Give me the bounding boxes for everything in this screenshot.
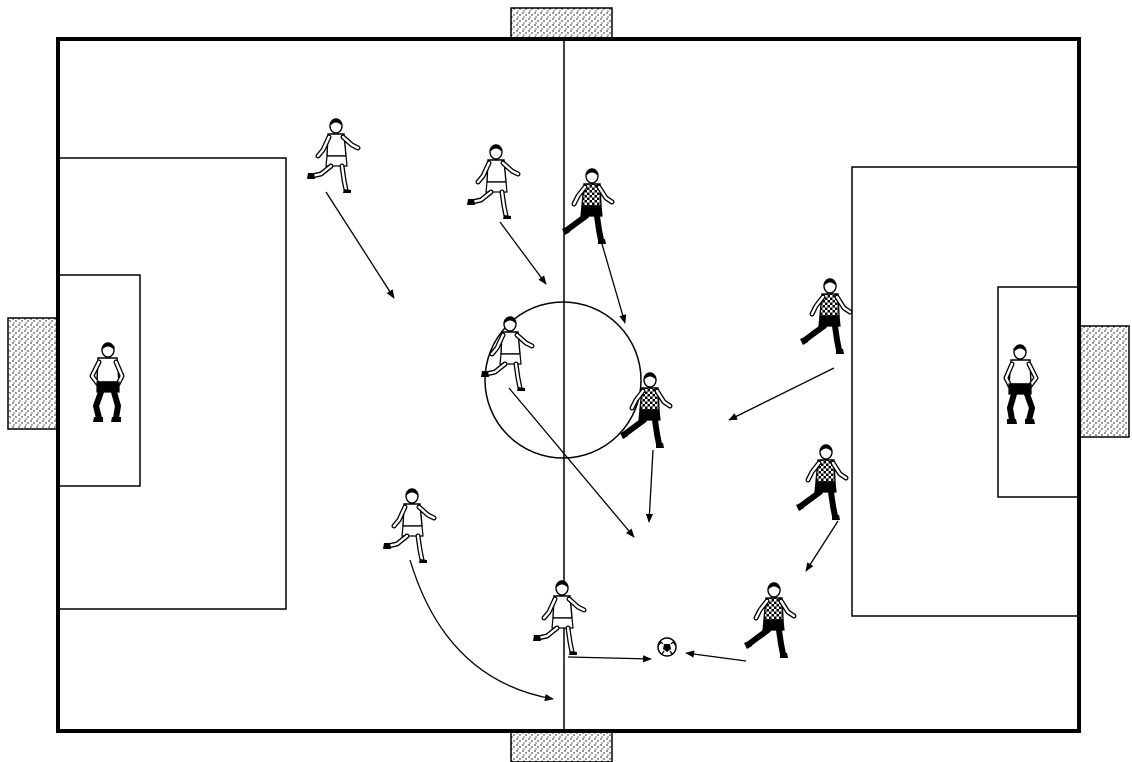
- arrow-dark-2-run: [729, 368, 834, 420]
- bottom-goal: [511, 731, 612, 762]
- arrow-pass-to-ball: [568, 657, 651, 659]
- light-player-1: [307, 119, 358, 193]
- arrow-dark-3-run: [649, 450, 653, 522]
- dark-player-2: [800, 279, 850, 354]
- light-player-5: [533, 581, 584, 655]
- arrow-dark-5-to-ball: [686, 653, 746, 661]
- arrow-light-4-curved-run: [410, 560, 553, 699]
- soccer-ball-icon: [658, 638, 676, 656]
- dark-player-1: [562, 169, 612, 244]
- light-player-3: [481, 317, 532, 391]
- right-goal: [1079, 326, 1129, 437]
- right-penalty-area: [852, 167, 1079, 616]
- arrow-light-2-run: [500, 222, 546, 284]
- dark-goalkeeper: [1006, 345, 1036, 424]
- dark-player-5: [744, 583, 794, 658]
- light-goalkeeper: [92, 343, 122, 422]
- arrow-dark-4-run: [806, 521, 838, 571]
- arrow-dark-1-run: [602, 244, 625, 323]
- left-penalty-area: [58, 158, 286, 609]
- arrow-light-3-run: [509, 388, 634, 537]
- dark-player-3: [620, 373, 670, 448]
- light-player-2: [467, 145, 518, 219]
- top-goal: [511, 8, 612, 39]
- dark-player-4: [796, 445, 846, 520]
- arrow-light-1-run: [326, 192, 394, 298]
- movement-arrows: [326, 192, 838, 699]
- light-player-4: [383, 489, 434, 563]
- left-goal: [8, 318, 58, 429]
